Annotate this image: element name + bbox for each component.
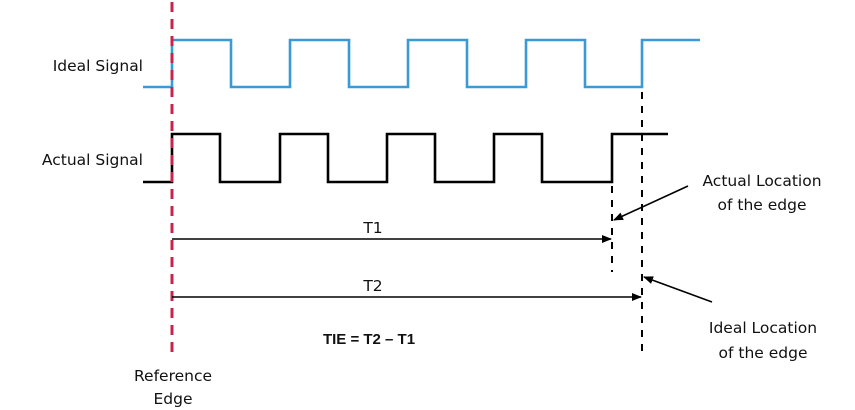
actual-location-label-line2: of the edge: [718, 196, 807, 214]
ideal-location-label-line1: Ideal Location: [709, 319, 817, 337]
reference-edge-label-line2: Edge: [153, 390, 192, 408]
actual-location-label-line1: Actual Location: [702, 172, 821, 190]
t1-label: T1: [362, 219, 382, 237]
ideal-location-pointer: [643, 276, 713, 303]
actual-location-pointer: [613, 185, 689, 221]
ideal-location-label-line2: of the edge: [719, 344, 808, 362]
ideal-signal-label: Ideal Signal: [53, 57, 143, 75]
reference-edge-label-line1: Reference: [134, 367, 212, 385]
actual-signal-label: Actual Signal: [42, 151, 143, 169]
ideal-signal-waveform: [143, 38, 700, 89]
tie-formula: TIE = T2 – T1: [323, 331, 415, 348]
t2-label: T2: [362, 277, 382, 295]
actual-signal-waveform: [143, 132, 668, 184]
